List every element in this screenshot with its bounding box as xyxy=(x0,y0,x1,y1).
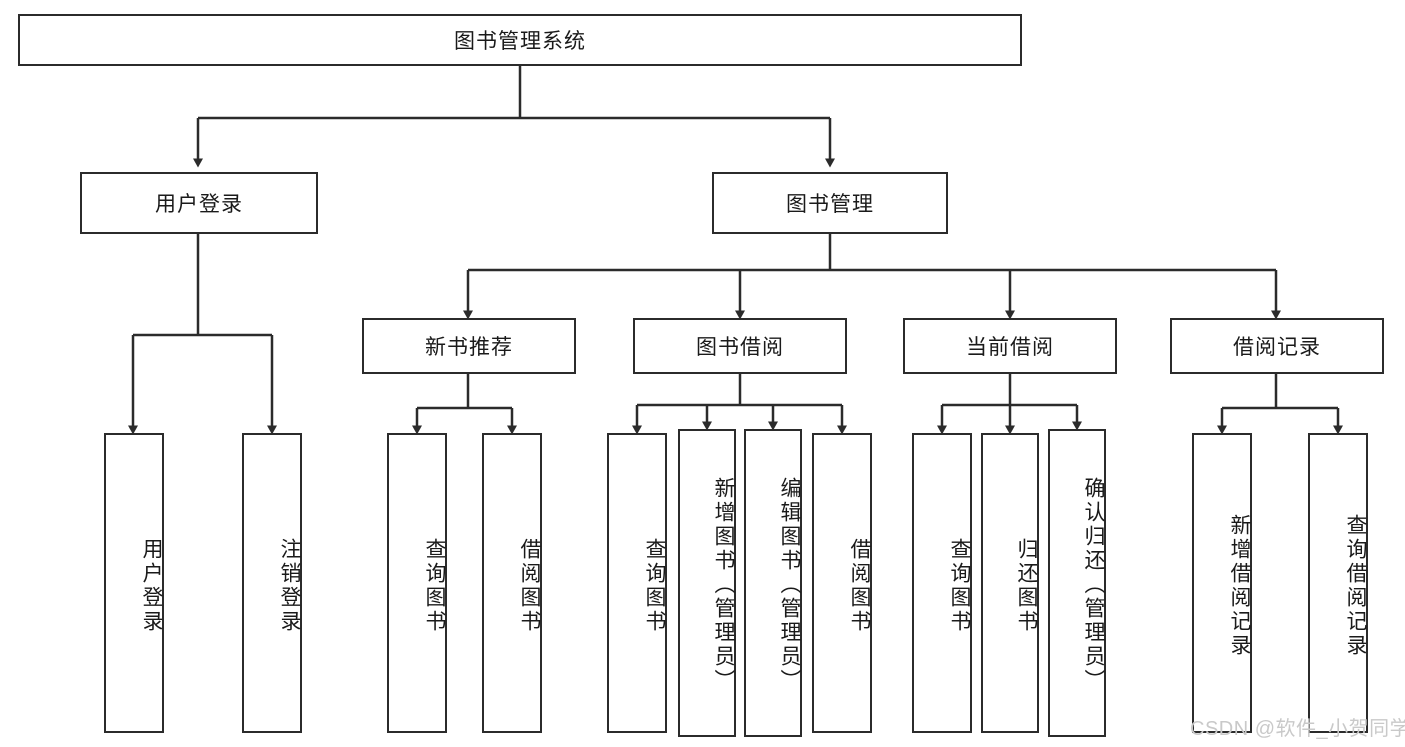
node-leaf-query-book-1-label: 查询图书 xyxy=(423,538,446,634)
node-leaf-query-borrow-record-label: 查询借阅记录 xyxy=(1344,514,1367,658)
node-leaf-edit-book-label: 编辑图书（管理员） xyxy=(778,477,801,693)
node-leaf-add-book[interactable]: 新增图书（管理员） xyxy=(678,429,736,737)
node-root-system[interactable]: 图书管理系统 xyxy=(18,14,1022,66)
node-leaf-add-borrow-record[interactable]: 新增借阅记录 xyxy=(1192,433,1252,733)
node-leaf-query-book-2[interactable]: 查询图书 xyxy=(607,433,667,733)
node-leaf-borrow-book-2[interactable]: 借阅图书 xyxy=(812,433,872,733)
node-leaf-query-book-3[interactable]: 查询图书 xyxy=(912,433,972,733)
node-new-book-recommend[interactable]: 新书推荐 xyxy=(362,318,576,374)
node-new-book-recommend-label: 新书推荐 xyxy=(425,336,513,359)
node-leaf-return-book[interactable]: 归还图书 xyxy=(981,433,1039,733)
node-book-borrow[interactable]: 图书借阅 xyxy=(633,318,847,374)
node-root-system-label: 图书管理系统 xyxy=(454,30,586,53)
node-leaf-user-login[interactable]: 用户登录 xyxy=(104,433,164,733)
node-leaf-return-book-label: 归还图书 xyxy=(1015,538,1038,634)
node-leaf-confirm-return[interactable]: 确认归还（管理员） xyxy=(1048,429,1106,737)
node-book-borrow-label: 图书借阅 xyxy=(696,336,784,359)
node-leaf-user-login-label: 用户登录 xyxy=(140,538,163,634)
node-user-login[interactable]: 用户登录 xyxy=(80,172,318,234)
node-current-borrow[interactable]: 当前借阅 xyxy=(903,318,1117,374)
node-leaf-query-book-3-label: 查询图书 xyxy=(948,538,971,634)
node-leaf-borrow-book-2-label: 借阅图书 xyxy=(848,538,871,634)
node-borrow-record[interactable]: 借阅记录 xyxy=(1170,318,1384,374)
node-borrow-record-label: 借阅记录 xyxy=(1233,336,1321,359)
node-leaf-add-borrow-record-label: 新增借阅记录 xyxy=(1228,514,1251,658)
node-leaf-borrow-book-1-label: 借阅图书 xyxy=(518,538,541,634)
node-leaf-query-book-1[interactable]: 查询图书 xyxy=(387,433,447,733)
node-leaf-confirm-return-label: 确认归还（管理员） xyxy=(1082,477,1105,693)
node-leaf-edit-book[interactable]: 编辑图书（管理员） xyxy=(744,429,802,737)
node-book-management[interactable]: 图书管理 xyxy=(712,172,948,234)
node-leaf-logout-login[interactable]: 注销登录 xyxy=(242,433,302,733)
node-leaf-add-book-label: 新增图书（管理员） xyxy=(712,477,735,693)
node-current-borrow-label: 当前借阅 xyxy=(966,336,1054,359)
node-leaf-query-borrow-record[interactable]: 查询借阅记录 xyxy=(1308,433,1368,733)
node-leaf-borrow-book-1[interactable]: 借阅图书 xyxy=(482,433,542,733)
node-book-management-label: 图书管理 xyxy=(786,193,874,216)
node-user-login-label: 用户登录 xyxy=(155,193,243,216)
node-leaf-query-book-2-label: 查询图书 xyxy=(643,538,666,634)
node-leaf-logout-login-label: 注销登录 xyxy=(278,538,301,634)
